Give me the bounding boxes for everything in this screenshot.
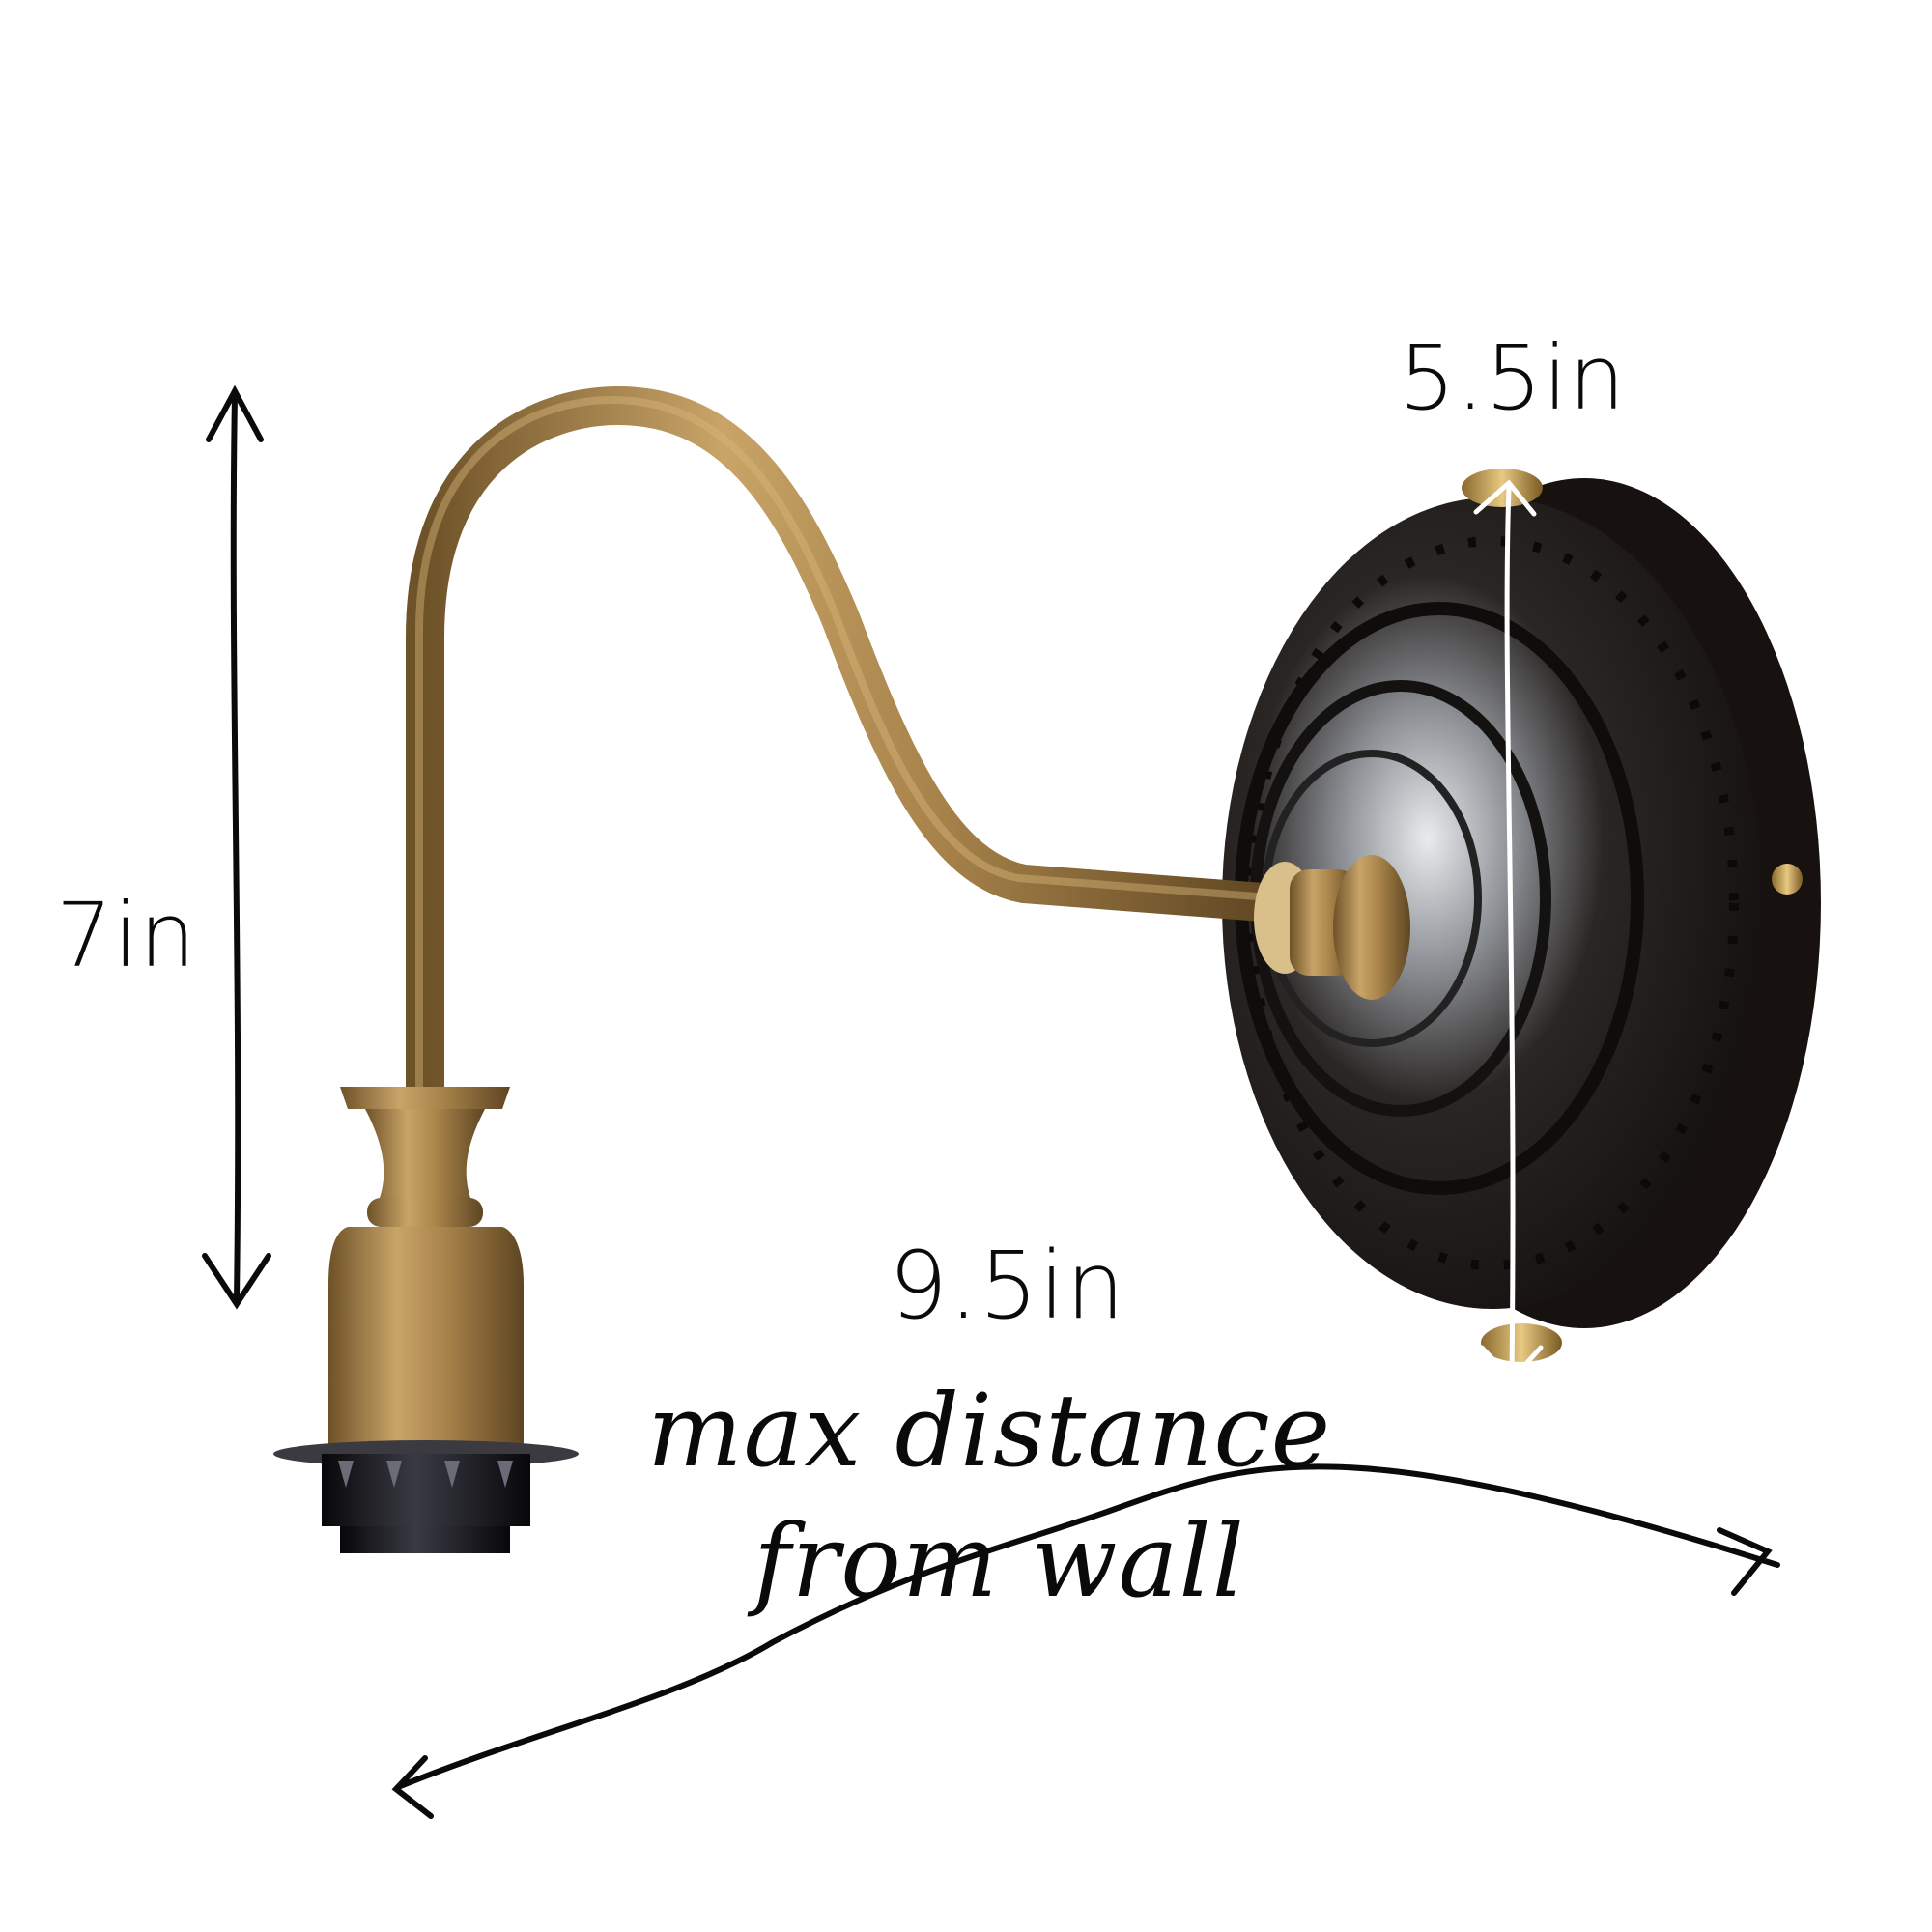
side-screw [1772,864,1803,895]
depth-caption-line1: max distance [647,1372,1332,1490]
plate-diameter-arrow [1473,479,1544,1383]
depth-arrow [391,1463,1780,1819]
swan-neck-arm [406,385,1294,1111]
height-arrow [202,384,271,1310]
lamp-holder [273,1087,579,1553]
arm-mount [1254,855,1410,1000]
depth-caption-line2: from wall [753,1502,1246,1620]
plate-diameter-label: 5.5in [1399,327,1627,430]
bottom-screw [1481,1323,1562,1362]
depth-label: 9.5in [889,1232,1126,1340]
height-label: 7in [56,884,197,987]
backplate [1222,469,1821,1362]
